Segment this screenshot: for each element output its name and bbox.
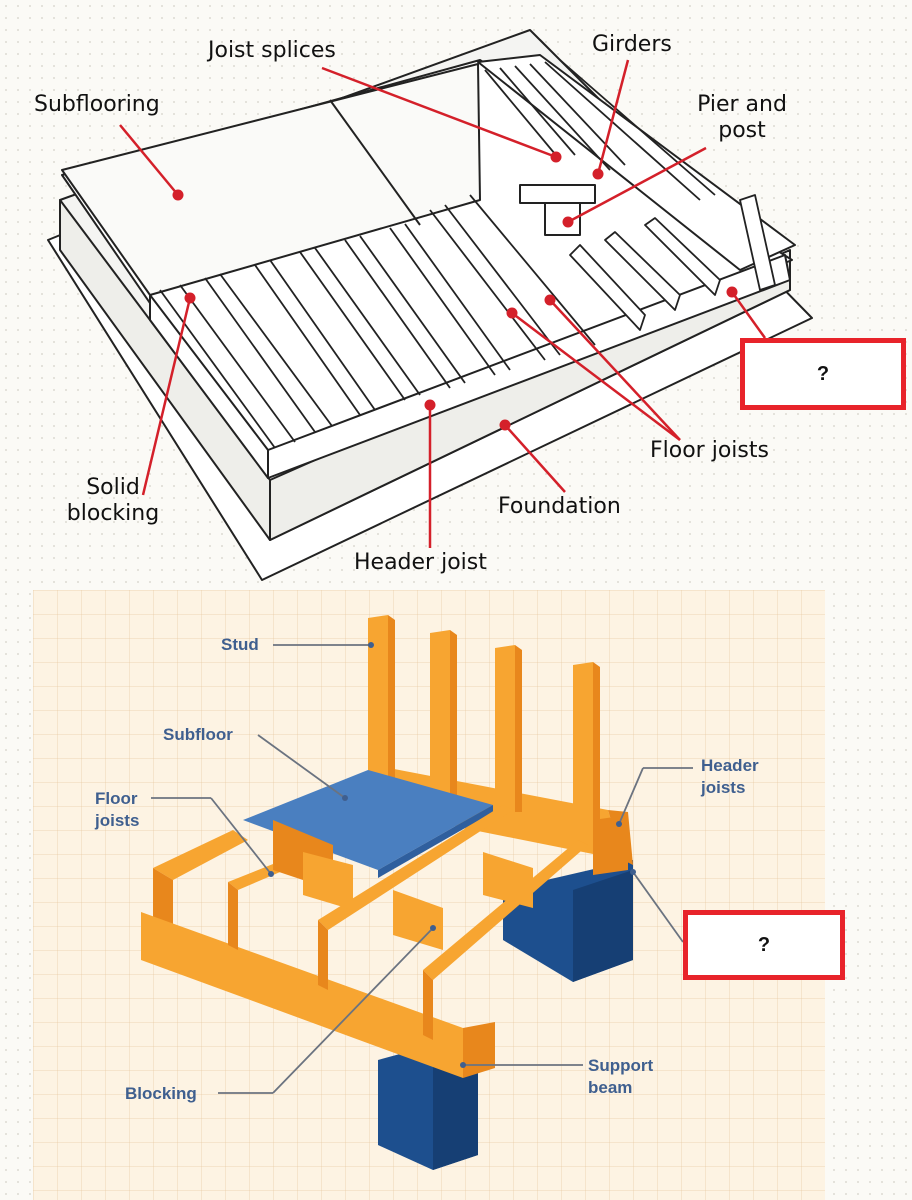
label-header-joist: Header joist — [354, 550, 487, 575]
label-header-joists-line2: joists — [701, 778, 746, 798]
label-subflooring: Subflooring — [34, 92, 160, 117]
label-solid-blocking-line1: Solid — [86, 475, 140, 500]
floor-framing-illustration — [141, 615, 693, 1170]
label-header-joists: Header joists — [701, 755, 759, 799]
label-pier-and-post: Pier and post — [690, 92, 794, 145]
label-support-beam-line2: beam — [588, 1078, 633, 1098]
left-header-joist — [153, 830, 248, 880]
label-leader-lines — [151, 644, 693, 1094]
callout-dots — [172, 151, 738, 431]
question-box-bottom[interactable]: ? — [683, 910, 845, 980]
studs — [368, 615, 600, 825]
floor-framing-line-diagram: Joist splices Girders Subflooring Pier a… — [0, 0, 912, 585]
label-support-beam: Support beam — [588, 1055, 653, 1099]
subfloor-sheet — [243, 770, 493, 870]
floor-framing-drawing — [47, 29, 813, 581]
label-girders: Girders — [592, 32, 672, 57]
girder-frame — [477, 54, 796, 271]
label-subfloor: Subfloor — [163, 725, 233, 744]
label-header-joists-line1: Header — [701, 756, 759, 775]
subflooring-sheet — [61, 63, 481, 296]
label-joist-splices: Joist splices — [208, 38, 336, 63]
label-pier-and-post-line2: post — [718, 118, 766, 144]
floor-framing-color-illustration: Stud Subfloor Floor joists Header joists… — [33, 590, 845, 1200]
label-foundation: Foundation — [498, 494, 621, 519]
label-floor-joists: Floor joists — [95, 788, 139, 832]
joist-lines — [159, 194, 596, 449]
label-stud: Stud — [221, 635, 259, 654]
label-leader-dots — [268, 642, 636, 1068]
girder-boards — [484, 59, 776, 331]
header-joist-long — [267, 254, 791, 479]
label-floor-joists-line1: Floor — [95, 789, 138, 808]
blocking-pieces — [303, 852, 533, 950]
label-blocking: Blocking — [125, 1084, 197, 1103]
label-solid-blocking-line2: blocking — [66, 501, 160, 527]
label-pier-and-post-line1: Pier and — [697, 92, 787, 117]
label-solid-blocking: Solid blocking — [58, 475, 168, 528]
front-beam — [141, 912, 463, 1078]
header-joist-right — [593, 815, 628, 875]
callout-lines — [119, 59, 767, 548]
label-floor-joists-line2: joists — [95, 811, 140, 831]
label-floor-joists: Floor joists — [650, 438, 769, 463]
question-box-top[interactable]: ? — [740, 338, 906, 410]
label-support-beam-line1: Support — [588, 1056, 654, 1075]
